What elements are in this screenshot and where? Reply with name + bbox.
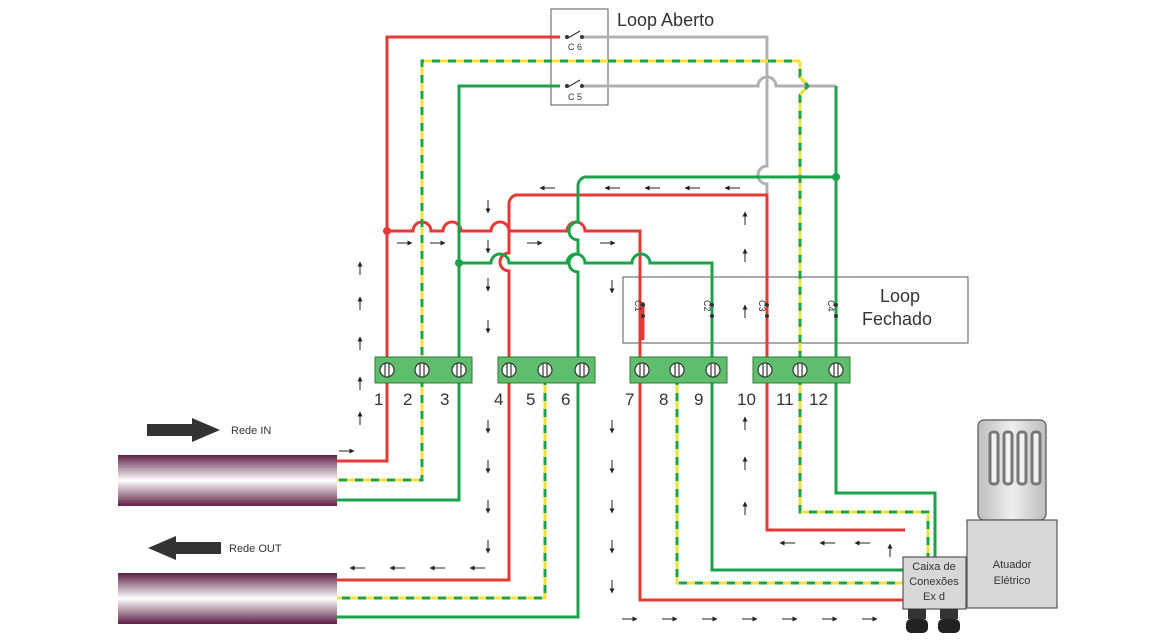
svg-text:10: 10 xyxy=(737,390,756,409)
svg-text:5: 5 xyxy=(526,390,535,409)
svg-text:8: 8 xyxy=(659,390,668,409)
switch-c3: C3 xyxy=(757,300,769,318)
grey-wires xyxy=(584,35,836,200)
switch-c1: C1 xyxy=(633,300,645,318)
svg-text:1: 1 xyxy=(374,390,383,409)
rede-in-cable xyxy=(118,455,337,506)
loop-fechado-box xyxy=(622,276,969,344)
green-wires xyxy=(337,84,937,619)
switch-c5: C 5 xyxy=(565,79,584,102)
svg-text:6: 6 xyxy=(561,390,570,409)
junction-dot xyxy=(383,227,391,235)
svg-text:9: 9 xyxy=(694,390,703,409)
svg-text:C 5: C 5 xyxy=(568,92,582,102)
svg-text:3: 3 xyxy=(440,390,449,409)
svg-text:C3: C3 xyxy=(757,300,767,312)
svg-text:11: 11 xyxy=(776,390,794,409)
rede-out-cable xyxy=(118,573,337,624)
actuator: Atuador Elétrico xyxy=(966,419,1058,609)
svg-text:C2: C2 xyxy=(702,300,712,312)
junction-dot xyxy=(832,173,840,181)
terminal-numbers: 1 2 3 4 5 6 7 8 9 10 11 12 xyxy=(374,390,828,409)
arrow-right-icon xyxy=(147,418,220,442)
svg-text:Elétrico: Elétrico xyxy=(994,575,1031,587)
svg-text:C 6: C 6 xyxy=(568,42,582,52)
svg-text:Caixa de: Caixa de xyxy=(912,561,955,573)
rede-in-label: Rede IN xyxy=(231,425,271,437)
svg-text:Conexões: Conexões xyxy=(909,576,959,588)
loop-fechado-label: Loop xyxy=(880,286,920,306)
flow-arrows xyxy=(339,185,893,622)
yellow-green-wires xyxy=(337,59,930,600)
loop-aberto-label: Loop Aberto xyxy=(617,10,714,30)
svg-text:Ex d: Ex d xyxy=(923,591,945,603)
svg-text:Atuador: Atuador xyxy=(993,559,1032,571)
arrow-left-icon xyxy=(148,536,221,560)
loop-fechado-label-2: Fechado xyxy=(862,309,932,329)
loop-aberto-box xyxy=(550,8,609,106)
svg-text:C1: C1 xyxy=(633,300,643,312)
switch-c4: C4 xyxy=(826,300,838,318)
switch-c6: C 6 xyxy=(565,30,584,52)
switch-c2: C2 xyxy=(702,300,714,318)
caixa-de-conexoes: Caixa de Conexões Ex d xyxy=(902,556,967,633)
svg-text:12: 12 xyxy=(809,390,828,409)
svg-text:C4: C4 xyxy=(826,300,836,312)
svg-text:7: 7 xyxy=(625,390,634,409)
svg-text:2: 2 xyxy=(403,390,412,409)
junction-dot xyxy=(455,259,463,267)
svg-text:4: 4 xyxy=(494,390,503,409)
terminal-blocks xyxy=(374,356,851,384)
rede-out-label: Rede OUT xyxy=(229,543,282,555)
